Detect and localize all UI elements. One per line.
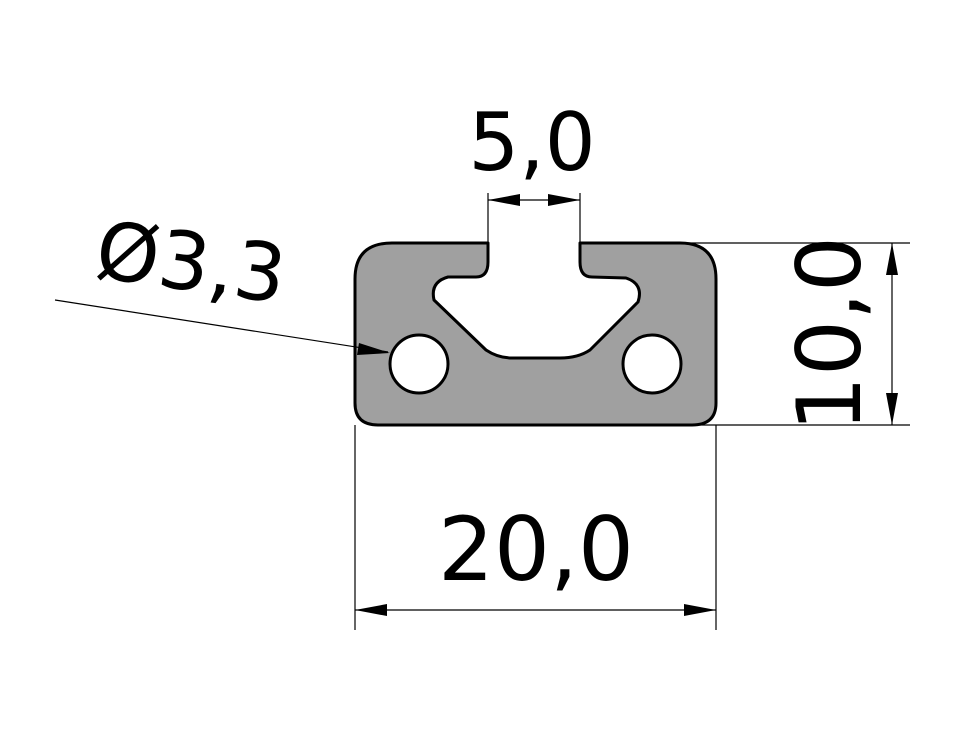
hole-diameter-leader [54, 299, 390, 355]
hole-diameter-label: Ø3,3 [90, 203, 291, 322]
slot-width-dimension [487, 193, 581, 243]
width-label: 20,0 [438, 498, 634, 601]
width-dimension [354, 425, 717, 630]
right-hole [621, 333, 683, 395]
slot-width-label: 5,0 [468, 96, 595, 189]
profile-cross-section [353, 241, 718, 427]
height-dimension [680, 242, 910, 426]
left-hole [388, 333, 450, 395]
height-label: 10,0 [778, 236, 881, 432]
